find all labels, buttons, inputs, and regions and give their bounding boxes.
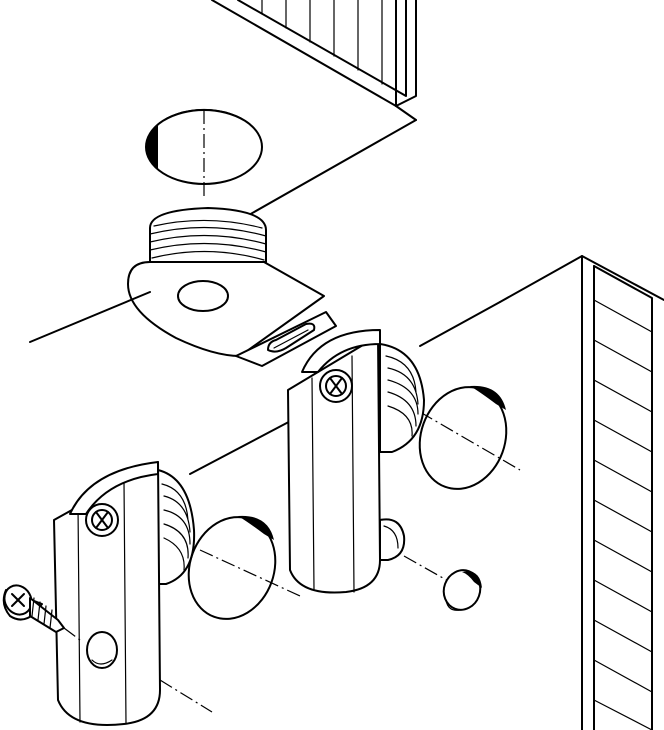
shelf-support-left (53, 461, 213, 726)
top-panel (211, 0, 417, 221)
shelf-support-right (287, 329, 451, 594)
drill-hole-top (145, 108, 263, 196)
drill-hole-right (418, 385, 521, 490)
wood-screw (2, 584, 81, 641)
shelf-support-top (127, 207, 337, 367)
side-panel (499, 255, 664, 730)
bottom-board (29, 291, 501, 475)
cover-cap (442, 569, 482, 611)
